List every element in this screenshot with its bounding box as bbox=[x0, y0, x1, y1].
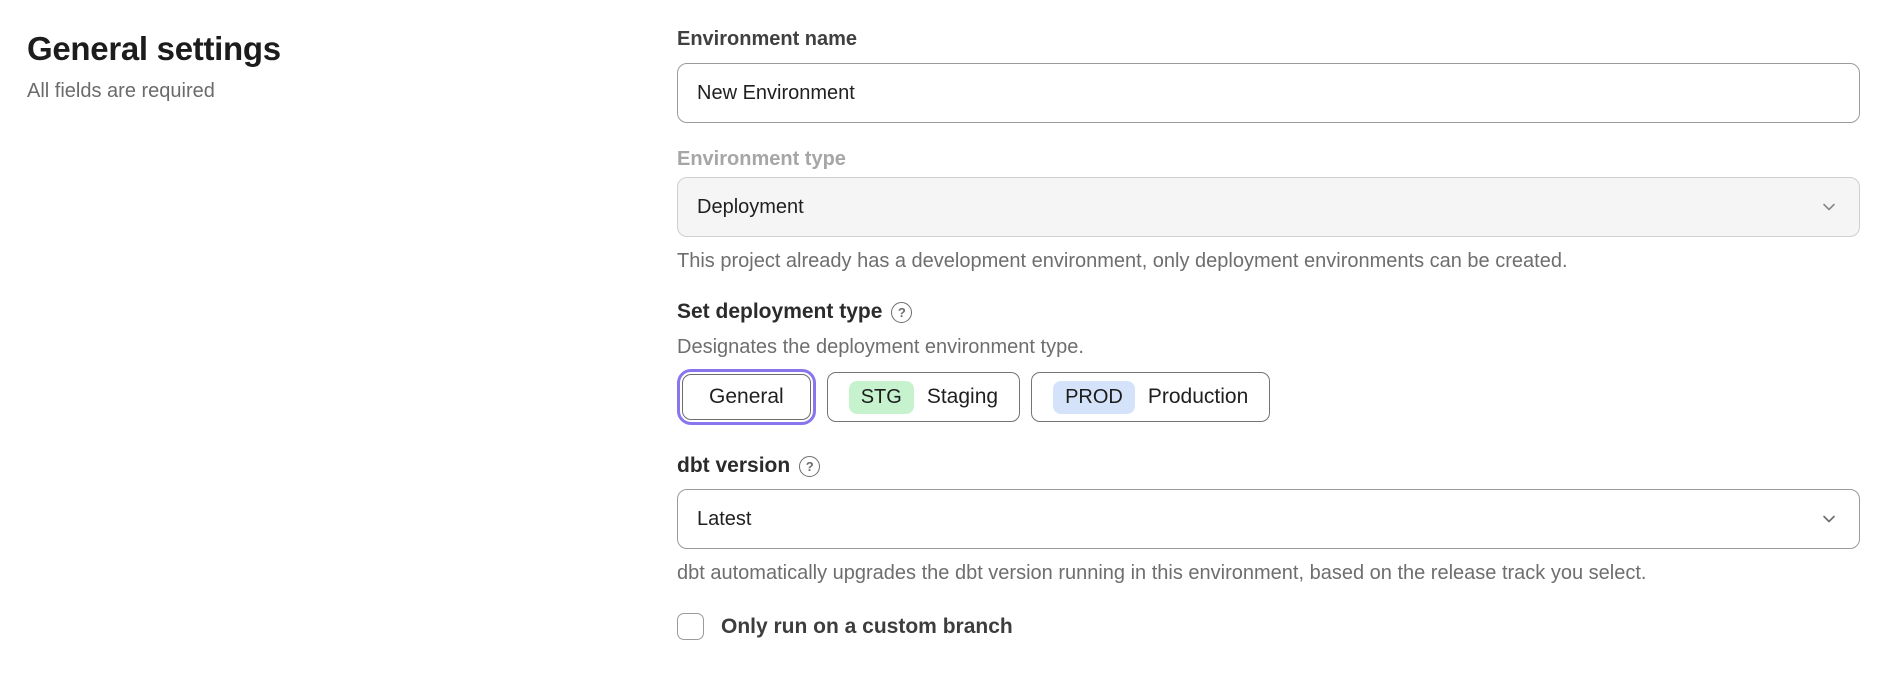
custom-branch-label: Only run on a custom branch bbox=[721, 614, 1013, 638]
dbt-version-value: Latest bbox=[697, 507, 752, 530]
custom-branch-checkbox[interactable] bbox=[677, 613, 704, 640]
staging-badge: STG bbox=[848, 380, 914, 414]
question-circle-icon[interactable]: ? bbox=[891, 301, 913, 323]
question-circle-icon[interactable]: ? bbox=[799, 455, 821, 477]
environment-type-value: Deployment bbox=[697, 195, 804, 218]
environment-name-label: Environment name bbox=[677, 28, 858, 50]
chevron-down-icon bbox=[1821, 199, 1837, 215]
dbt-version-label: dbt version ? bbox=[677, 453, 1860, 479]
page-subtitle: All fields are required bbox=[27, 80, 215, 102]
page-title: General settings bbox=[27, 30, 281, 67]
deployment-type-description: Designates the deployment environment ty… bbox=[677, 336, 1084, 358]
dbt-version-select[interactable]: Latest bbox=[677, 489, 1860, 549]
environment-name-input[interactable] bbox=[677, 63, 1860, 123]
environment-settings-form: Environment name Environment type Deploy… bbox=[677, 27, 1860, 640]
deployment-type-label-text: Set deployment type bbox=[677, 300, 883, 323]
settings-header: General settings All fields are required bbox=[27, 30, 281, 103]
production-label: Production bbox=[1147, 385, 1249, 408]
environment-type-select: Deployment bbox=[677, 177, 1860, 237]
deployment-type-staging-button[interactable]: STG Staging bbox=[826, 372, 1021, 422]
staging-label: Staging bbox=[926, 385, 999, 408]
production-badge: PROD bbox=[1053, 380, 1135, 414]
deployment-type-options: General STG Staging PROD Production bbox=[677, 369, 1860, 425]
environment-type-label: Environment type bbox=[677, 148, 846, 170]
dbt-version-label-text: dbt version bbox=[677, 454, 791, 477]
deployment-type-general-button[interactable]: General bbox=[682, 374, 811, 420]
deployment-type-production-button[interactable]: PROD Production bbox=[1031, 372, 1271, 422]
dbt-version-help: dbt automatically upgrades the dbt versi… bbox=[677, 562, 1647, 584]
selected-option-ring: General bbox=[677, 369, 816, 425]
custom-branch-row: Only run on a custom branch bbox=[677, 613, 1860, 640]
chevron-down-icon bbox=[1821, 511, 1837, 527]
environment-type-help: This project already has a development e… bbox=[677, 250, 1568, 272]
deployment-type-label: Set deployment type ? bbox=[677, 299, 1860, 325]
